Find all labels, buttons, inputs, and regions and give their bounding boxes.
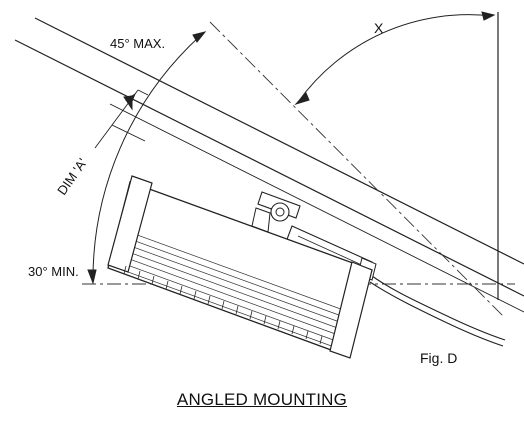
axis-line-diagonal xyxy=(209,21,506,319)
label-dim-a: DIM 'A' xyxy=(54,155,90,197)
figure-caption: ANGLED MOUNTING xyxy=(176,390,348,409)
arrowhead-arc-top xyxy=(192,31,207,43)
dim-a-dimension xyxy=(94,89,149,149)
arrowhead-dim-a xyxy=(125,92,136,105)
label-angle-x: X xyxy=(374,20,384,36)
end-cap-right xyxy=(329,261,373,359)
angle-x-arc xyxy=(294,11,496,106)
label-fig-d: Fig. D xyxy=(420,350,457,366)
cable xyxy=(371,275,506,341)
arrowhead-x-right xyxy=(481,11,496,21)
arrowhead-x-left xyxy=(294,92,310,106)
label-45-max: 45° MAX. xyxy=(110,36,165,51)
mounting-surface xyxy=(14,17,524,313)
surface-edge-inner xyxy=(34,17,524,265)
end-cap-left xyxy=(107,175,153,273)
heat-sink-fins xyxy=(108,227,361,353)
light-fixture xyxy=(107,175,506,359)
arrowhead-arc-bottom xyxy=(87,269,97,285)
label-30-min: 30° MIN. xyxy=(28,264,79,279)
reference-lines xyxy=(82,21,515,319)
surface-face-line xyxy=(109,103,524,313)
surface-edge-outer xyxy=(14,39,524,297)
fixture-housing xyxy=(107,175,373,359)
